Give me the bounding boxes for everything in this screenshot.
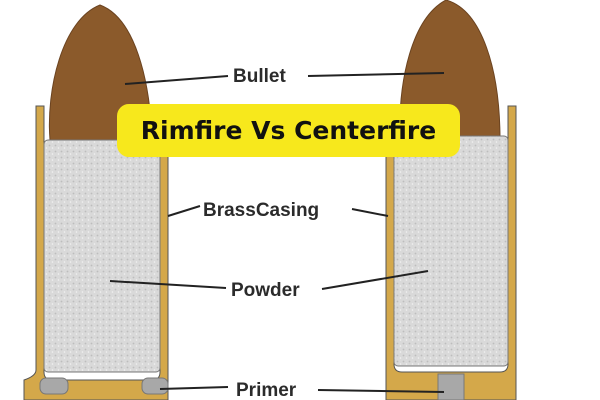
rimfire-cartridge [23,4,169,400]
rimfire-powder [43,139,161,373]
label-casing: BrassCasing [203,200,319,221]
label-powder: Powder [231,280,300,301]
powder-leader-right [321,270,429,290]
banner-title: Rimfire Vs Centerfire [140,116,437,145]
rimfire-casing [23,105,169,400]
powder-leader-left [109,280,227,289]
bullet-leader-left [124,75,229,85]
primer-leader-right [317,389,445,393]
rimfire-primer-right [141,377,169,395]
label-primer: Primer [236,380,297,400]
centerfire-cartridge [385,0,517,400]
casing-leader-right [351,208,389,217]
title-banner: Rimfire Vs Centerfire [117,104,460,157]
centerfire-primer [437,373,465,400]
rimfire-primer-left [39,377,69,395]
primer-leader-left [159,386,229,390]
label-bullet: Bullet [233,66,286,87]
casing-leader-left [167,205,201,217]
bullet-leader-right [307,72,445,77]
centerfire-powder [393,135,509,367]
